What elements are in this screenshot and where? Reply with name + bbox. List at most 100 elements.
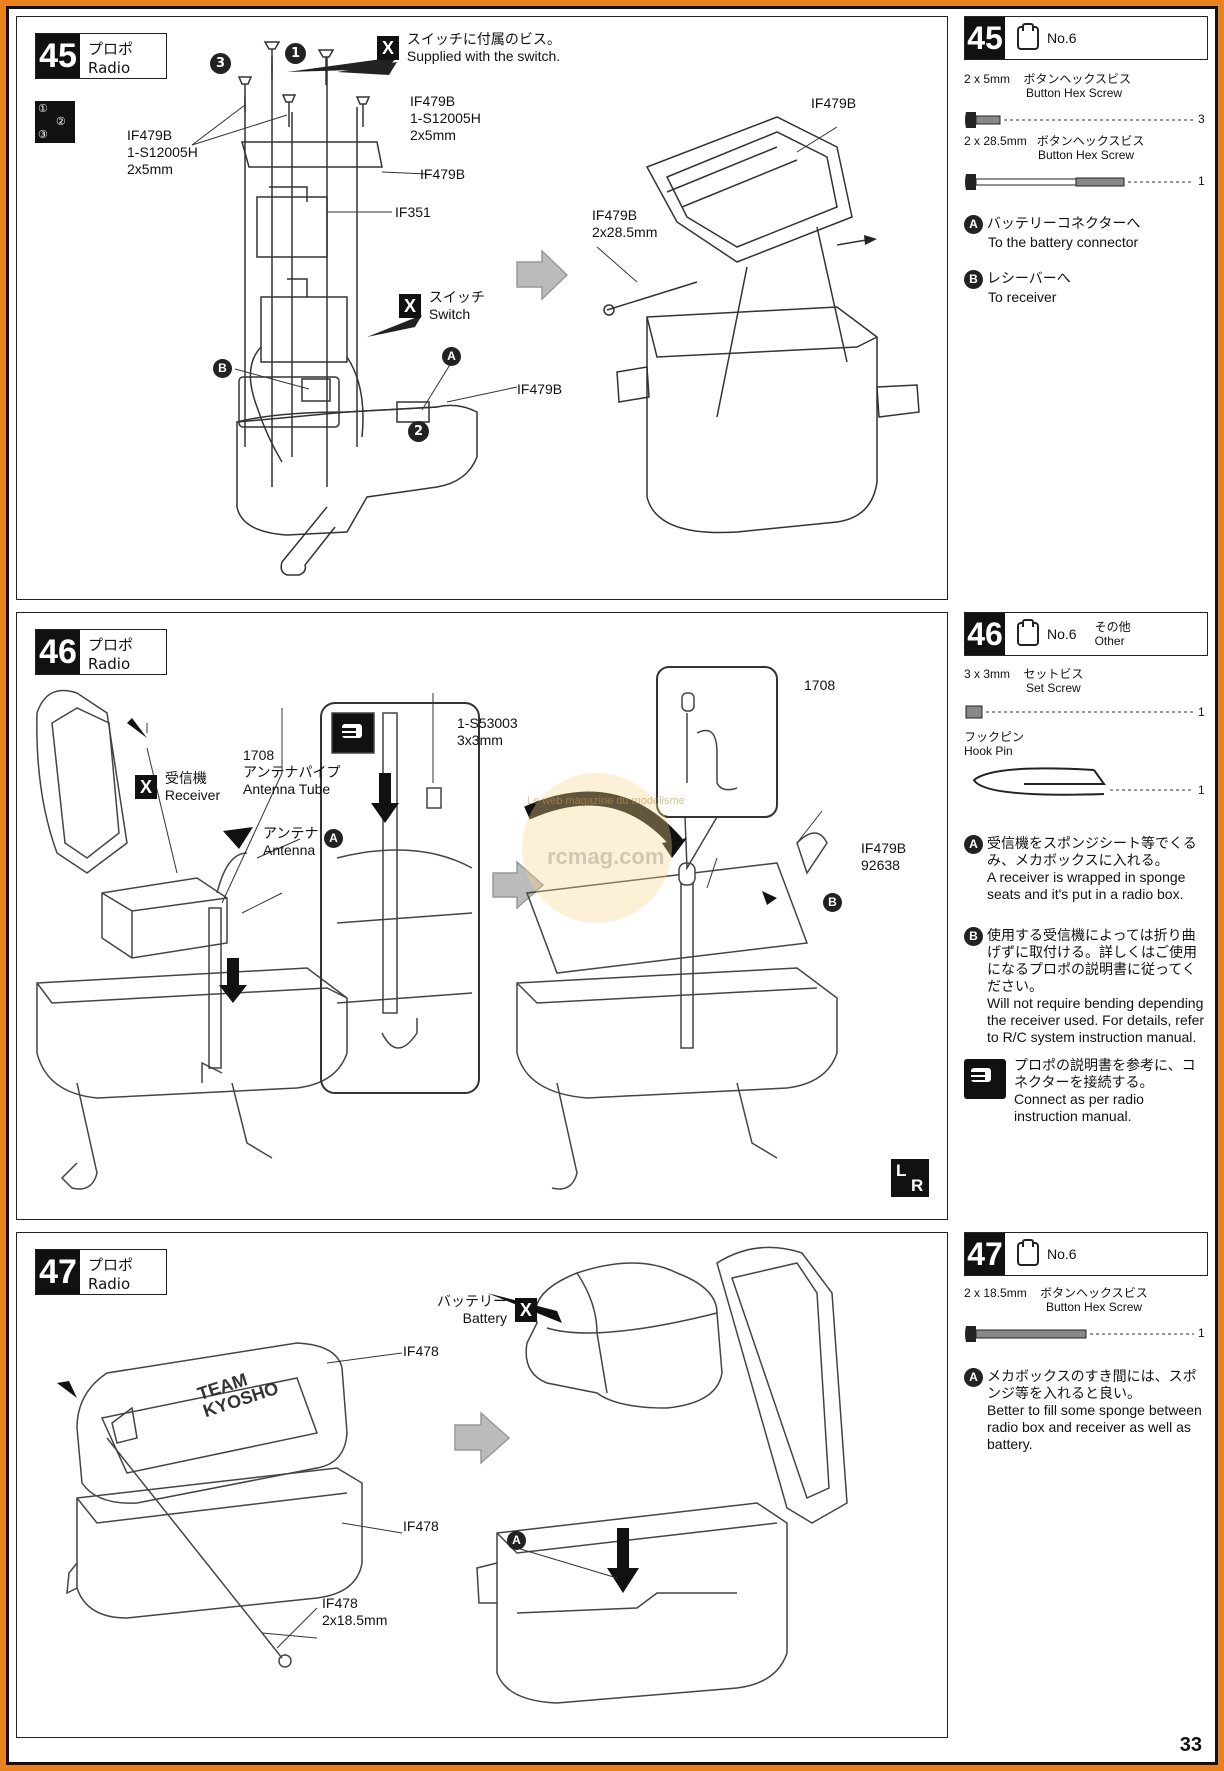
step-47-side-number: 47 <box>965 1233 1005 1275</box>
part-screw-2x18: 2 x 18.5mm ボタンヘックスビス Button Hex Screw <box>964 1286 1208 1314</box>
order-icon: ① ② ③ <box>35 101 75 143</box>
qty-set-screw: 1 <box>1198 705 1205 719</box>
note-a-en: A receiver is wrapped in sponge seats an… <box>987 869 1186 902</box>
x-mark-switch: X <box>399 294 421 318</box>
step-45-side-number: 45 <box>965 17 1005 59</box>
label-screws-left-code: 1-S12005H <box>127 144 198 160</box>
other-label: その他 Other <box>1095 620 1131 648</box>
watermark-tagline: Le web magazine du modelisme <box>527 795 685 807</box>
step-45-illustration <box>191 41 920 576</box>
x-mark-receiver: X <box>135 775 157 799</box>
step-46-illustration <box>36 666 838 1190</box>
step-45-number: 45 <box>36 34 80 78</box>
step-45-panel: 45 プロポ Radio ① ② ③ 3 1 2 X スイッチに付属のビス。 S… <box>16 16 948 600</box>
note-marker-a: A <box>964 215 983 234</box>
note-marker-a: A <box>964 1368 983 1387</box>
step-47-title-jp: プロポ <box>88 1256 134 1274</box>
screw-2x18-icon <box>965 1326 1194 1342</box>
qty-2x18: 1 <box>1198 1326 1205 1340</box>
label-switch-jp: スイッチ <box>428 289 485 305</box>
callout-b-46: B <box>823 893 842 912</box>
callout-a-47: A <box>507 1531 526 1550</box>
label-battery-jp: バッテリー <box>437 1293 507 1309</box>
x-mark: X <box>377 36 399 60</box>
hand-icon <box>335 715 369 749</box>
page-number: 33 <box>1179 1734 1202 1756</box>
note-marker-a: A <box>964 835 983 854</box>
step-45-side-header: 45 No.6 <box>964 16 1208 60</box>
part-name-jp: ボタンヘックスビス <box>1036 134 1145 148</box>
label-battery: バッテリー Battery X <box>437 1293 537 1327</box>
other-en: Other <box>1094 634 1125 648</box>
note-a-47: A メカボックスのすき間には、スポンジ等を入れると良い。 Better to f… <box>964 1368 1208 1453</box>
page-inner-border <box>6 6 1218 1765</box>
step-47-title: プロポ Radio <box>80 1250 166 1294</box>
x-mark-battery: X <box>514 1298 537 1322</box>
step-47-panel: 47 プロポ Radio バッテリー Battery X IF478 IF478… <box>16 1232 948 1738</box>
step-46-title: プロポ Radio <box>80 630 166 674</box>
part-name-en: Set Screw <box>1026 681 1081 695</box>
step-45-title-en: Radio <box>88 59 131 77</box>
label-screws-right: IF479B 1-S12005H 2x5mm <box>410 93 481 144</box>
part-screw-2x5: 2 x 5mm ボタンヘックスビス Button Hex Screw <box>964 72 1208 100</box>
step-45-header: 45 プロポ Radio <box>35 33 167 79</box>
step-47-title-en: Radio <box>88 1275 131 1293</box>
label-set-screw-part: 1-S53003 <box>457 715 518 731</box>
label-antenna-jp: アンテナ <box>263 825 319 841</box>
order-icon-2: ② <box>56 116 66 128</box>
label-lid: IF479B <box>811 95 857 111</box>
switch-note-en: Supplied with the switch. <box>406 48 561 64</box>
left-right-icon: L R <box>891 1159 929 1197</box>
qty-2x28: 1 <box>1198 174 1205 188</box>
label-tube-en: Antenna Tube <box>243 781 331 797</box>
bag-number: No.6 <box>1047 30 1077 46</box>
label-antenna: アンテナ Antenna <box>263 825 318 859</box>
label-screws-right-part: IF479B <box>410 93 456 109</box>
note-a-46: A 受信機をスポンジシート等でくるみ、メカボックスに入れる。 A receive… <box>964 835 1208 903</box>
note-a-jp: メカボックスのすき間には、スポンジ等を入れると良い。 <box>987 1368 1197 1401</box>
label-switch-en: Switch <box>428 306 471 322</box>
step-47-sidebar: 47 No.6 2 x 18.5mm ボタンヘックスビス Button Hex … <box>964 1232 1208 1452</box>
callout-2: 2 <box>408 421 429 442</box>
note-b-en: To receiver <box>988 289 1057 305</box>
qty-hook-pin: 1 <box>1198 783 1205 797</box>
lr-left: L <box>896 1161 907 1180</box>
step-46-number: 46 <box>36 630 80 674</box>
callout-1: 1 <box>285 43 306 64</box>
callout-a-46: A <box>324 829 343 848</box>
part-screw-2x28: 2 x 28.5mm ボタンヘックスビス Button Hex Screw <box>964 134 1208 162</box>
note-a-en: Better to fill some sponge between radio… <box>987 1402 1202 1452</box>
part-name-en: Button Hex Screw <box>1046 1300 1143 1314</box>
step-47-illustration <box>57 1246 848 1704</box>
label-receiver-jp: 受信機 <box>164 770 207 786</box>
step-47-header: 47 プロポ Radio <box>35 1249 167 1295</box>
part-name-jp: セットビス <box>1023 667 1084 681</box>
note-b-en: Will not require bending depending the r… <box>987 995 1205 1045</box>
label-box: IF479B <box>517 381 563 397</box>
callout-3: 3 <box>210 53 231 74</box>
label-hook-code: 92638 <box>861 857 900 873</box>
label-tube-part: 1708 <box>243 747 275 763</box>
watermark-site: rcmag.com <box>547 844 665 869</box>
step-46-title-jp: プロポ <box>88 636 134 654</box>
label-callout-part: 1708 <box>804 677 836 693</box>
note-a-en: To the battery connector <box>988 234 1139 250</box>
part-size: 2 x 5mm <box>964 72 1011 86</box>
bag-number: No.6 <box>1047 1246 1077 1262</box>
step-45-sidebar: 45 No.6 2 x 5mm ボタンヘックスビス Button Hex Scr… <box>964 16 1208 305</box>
step-47-side-header: 47 No.6 <box>964 1232 1208 1276</box>
qty-2x5: 3 <box>1198 112 1205 126</box>
label-pin-47: IF478 2x18.5mm <box>322 1595 387 1629</box>
parts-bag-icon <box>1017 1239 1039 1266</box>
label-servo: IF351 <box>395 204 431 220</box>
label-screws-left-part: IF479B <box>127 127 173 143</box>
screw-2x5-icon <box>965 112 1194 128</box>
note-a-jp: バッテリーコネクターへ <box>986 215 1141 231</box>
label-tube-jp: アンテナパイプ <box>243 764 341 780</box>
label-battery-en: Battery <box>462 1310 507 1326</box>
note-b-46: B 使用する受信機によっては折り曲げずに取付ける。詳しくはご使用になるプロポの説… <box>964 927 1208 1046</box>
hand-icon <box>964 1059 1006 1099</box>
label-set-screw: 1-S53003 3x3mm <box>457 715 518 749</box>
switch-note: X スイッチに付属のビス。 Supplied with the switch. <box>377 31 561 65</box>
